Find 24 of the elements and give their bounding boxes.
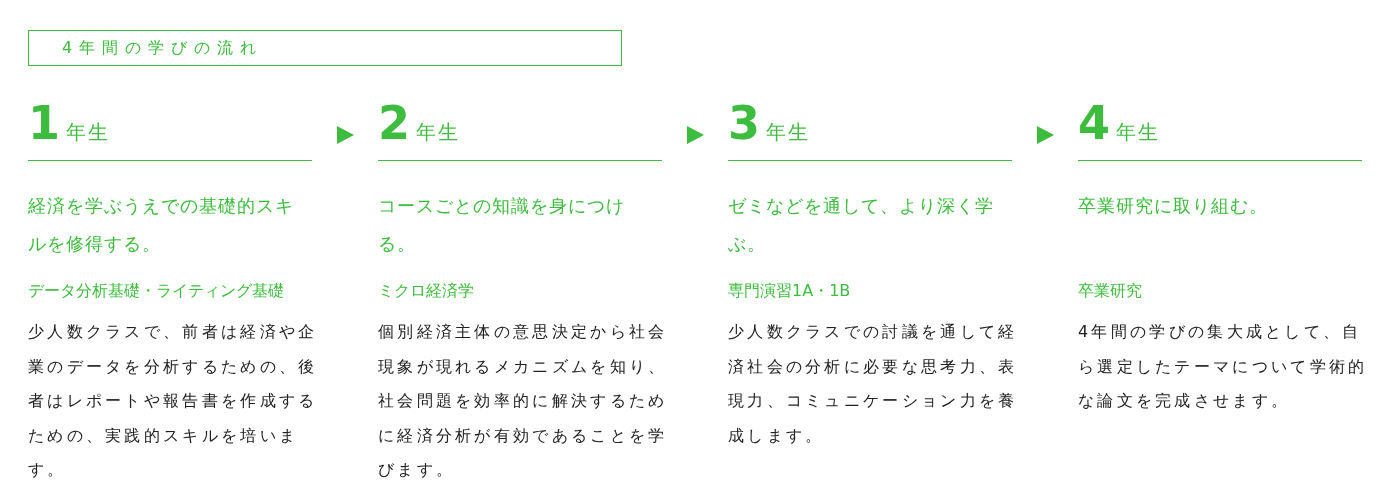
year-label: 年生	[66, 119, 110, 145]
arrow	[337, 126, 354, 144]
heading-text: ゼミなどを通して、より深く学ぶ。	[728, 194, 995, 256]
year-label: 年生	[1116, 119, 1160, 145]
year-number: 4	[1078, 95, 1110, 151]
heading-text: コースごとの知識を身につける。	[378, 194, 626, 256]
title-banner: 4年間の学びの流れ	[28, 30, 622, 66]
year-number: 2	[378, 95, 410, 151]
course-name: ミクロ経済学	[378, 280, 475, 302]
course-name: 専門演習1A・1B	[728, 280, 852, 302]
description-text: 個別経済主体の意思決定から社会現象が現れるメカニズムを知り、社会問題を効率的に解決するために経済分析が有効であることを学びます。	[378, 321, 668, 481]
description-text: 4年間の学びの集大成として、自ら選定したテーマについて学術的な論文を完成させます。	[1078, 321, 1368, 412]
description-text: 少人数クラスで、前者は経済や企業のデータを分析するための、後者はレポートや報告書を作成するための、実践的スキルを培います。	[28, 321, 318, 481]
heading-text: 経済を学ぶうえでの基礎的スキルを修得する。	[28, 194, 295, 256]
course-name: 卒業研究	[1078, 280, 1143, 302]
year-number: 3	[728, 95, 760, 151]
year-label: 年生	[766, 119, 810, 145]
course-name: データ分析基礎・ライティング基礎	[28, 280, 285, 302]
heading-text: 卒業研究に取り組む。	[1078, 194, 1269, 218]
year-label: 年生	[416, 119, 460, 145]
description-text: 少人数クラスでの討議を通して経済社会の分析に必要な思考力、表現力、コミュニケーション力を養成します。	[728, 321, 1018, 447]
year-number: 1	[28, 95, 60, 151]
arrow	[1037, 126, 1054, 144]
arrow	[687, 126, 704, 144]
